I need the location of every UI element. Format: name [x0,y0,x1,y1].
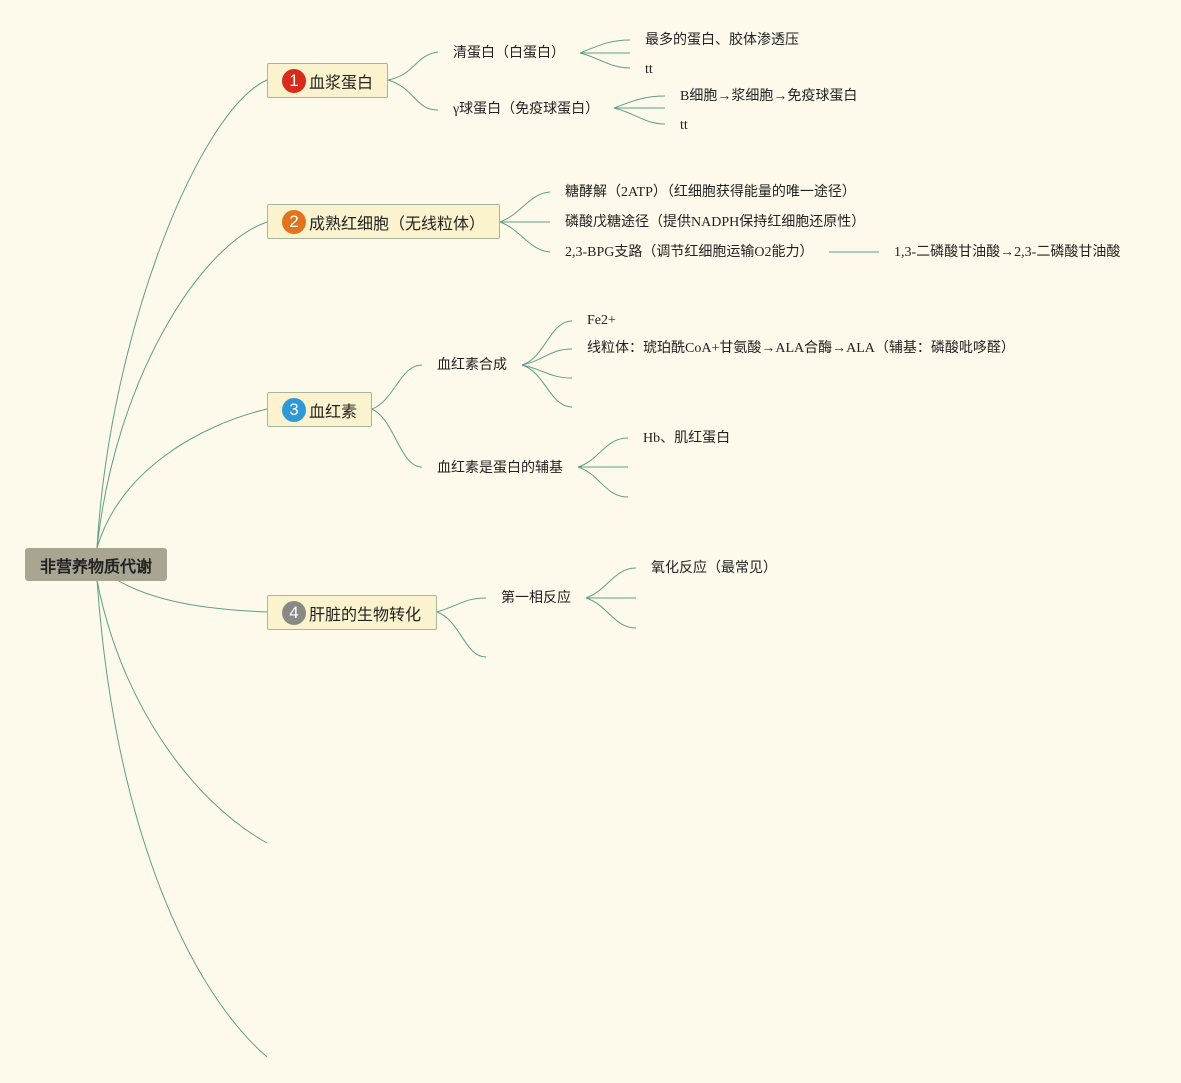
link-t2-c3 [499,221,551,253]
subtopic-albumin-detail[interactable]: 最多的蛋白、胶体渗透压 [645,33,799,48]
topic-mature-rbc[interactable]: 2 成熟红细胞（无线粒体） [267,204,500,239]
link-t1-albumin [387,51,439,81]
link-t1-gamma [387,79,439,111]
subtopic-bpg-reaction[interactable]: 1,3-二磷酸甘油酸→2,3-二磷酸甘油酸 [894,245,1121,260]
subtopic-phase1[interactable]: 第一相反应 [501,591,571,606]
subtopic-heme-synthesis[interactable]: 血红素合成 [437,358,507,373]
link-root-empty-5 [96,579,268,844]
link-prosthetic-c1 [577,437,629,468]
link-root-topic-2 [96,221,268,549]
subtopic-bpg-shunt[interactable]: 2,3-BPG支路（调节红细胞运输O2能力） [565,245,814,260]
topic-liver-biotransformation[interactable]: 4 肝脏的生物转化 [267,595,437,630]
subtopic-glycolysis[interactable]: 糖酵解（2ATP）（红细胞获得能量的唯一途径） [565,185,856,200]
link-t3-synthesis [371,364,423,410]
link-albumin-c1 [579,39,631,54]
link-gamma-c1 [613,95,666,109]
link-t4-empty [436,611,487,658]
link-synthesis-c1 [521,320,573,366]
subtopic-pentose-phosphate[interactable]: 磷酸戊糖途径（提供NADPH保持红细胞还原性） [565,215,866,230]
topic-label: 成熟红细胞（无线粒体） [309,213,486,233]
link-root-topic-3 [96,408,268,549]
link-t4-phase1 [436,597,487,613]
link-t2-c1 [499,191,551,223]
link-root-topic-1 [96,79,268,549]
link-synthesis-c4 [521,364,573,408]
link-prosthetic-c3 [577,466,629,498]
link-synthesis-c2 [521,348,573,366]
topic-label: 血红素 [309,401,358,421]
subtopic-gamma-detail[interactable]: B细胞→浆细胞→免疫球蛋白 [680,89,858,104]
topic-plasma-protein[interactable]: 1 血浆蛋白 [267,63,388,98]
link-phase1-c3 [585,597,637,629]
topic-label: 血浆蛋白 [309,72,374,92]
link-gamma-c2 [613,107,666,125]
number-badge-icon: 3 [282,397,306,422]
link-root-empty-6 [96,579,268,1058]
number-badge-icon: 1 [282,68,306,93]
subtopic-mitochondria-pathway[interactable]: 线粒体：琥珀酰CoA+甘氨酸→ALA合酶→ALA（辅基：磷酸吡哆醛） [587,341,1015,356]
link-root-topic-4 [116,579,268,613]
subtopic-gamma-globulin[interactable]: γ球蛋白（免疫球蛋白） [453,102,600,117]
topic-heme[interactable]: 3 血红素 [267,392,372,427]
subtopic-fe2[interactable]: Fe2+ [587,313,616,328]
topic-label: 肝脏的生物转化 [309,604,422,624]
link-t3-prosthetic [371,408,423,468]
subtopic-heme-prosthetic[interactable]: 血红素是蛋白的辅基 [437,461,563,476]
number-badge-icon: 4 [282,600,306,625]
subtopic-gamma-tt[interactable]: tt [680,118,688,133]
subtopic-oxidation[interactable]: 氧化反应（最常见） [651,561,777,576]
root-topic[interactable]: 非营养物质代谢 [25,548,167,581]
subtopic-albumin[interactable]: 清蛋白（白蛋白） [453,46,565,61]
root-topic-label: 非营养物质代谢 [39,556,152,576]
link-albumin-c2 [579,52,631,69]
number-badge-icon: 2 [282,209,306,234]
subtopic-albumin-tt[interactable]: tt [645,62,653,77]
subtopic-hb-myoglobin[interactable]: Hb、肌红蛋白 [643,431,731,446]
link-phase1-c1 [585,567,637,599]
link-synthesis-c3 [521,364,573,379]
